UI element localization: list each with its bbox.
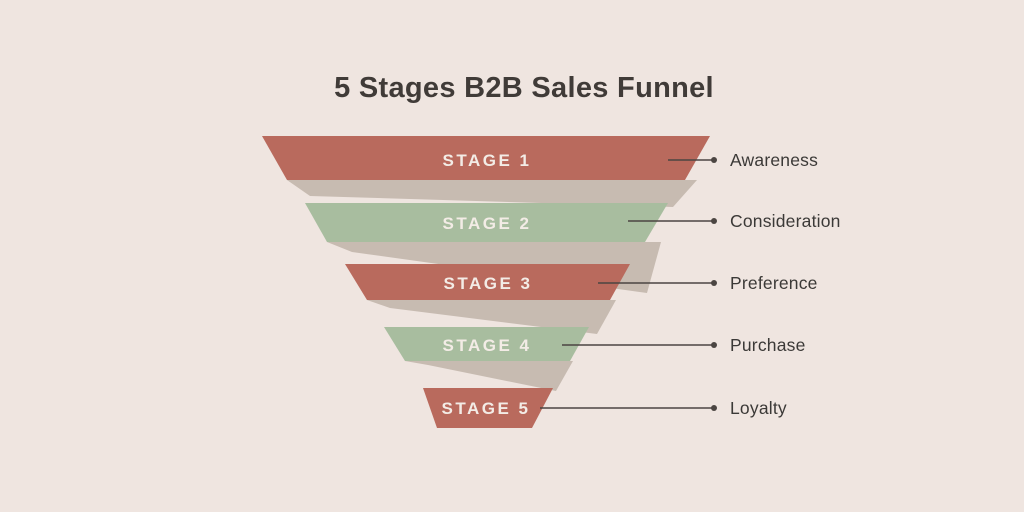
connector-dot-2: [711, 218, 717, 224]
connector-dot-5: [711, 405, 717, 411]
annotation-purchase: Purchase: [730, 335, 806, 355]
stage-5-label: STAGE 5: [442, 399, 531, 418]
connector-dot-4: [711, 342, 717, 348]
connector-dot-3: [711, 280, 717, 286]
funnel-fold-4: [405, 361, 573, 391]
funnel-fold-3: [367, 300, 616, 334]
stage-3-label: STAGE 3: [444, 274, 533, 293]
stage-4-label: STAGE 4: [443, 336, 532, 355]
page-title: 5 Stages B2B Sales Funnel: [334, 72, 714, 104]
stage-1-label: STAGE 1: [443, 151, 532, 170]
connector-dot-1: [711, 157, 717, 163]
funnel-band-stage-5: [423, 388, 553, 428]
annotation-loyalty: Loyalty: [730, 398, 787, 418]
stage-2-label: STAGE 2: [443, 214, 532, 233]
annotation-awareness: Awareness: [730, 150, 818, 170]
funnel-band-stage-2: [305, 203, 668, 242]
funnel-band-stage-3: [345, 264, 630, 300]
annotation-consideration: Consideration: [730, 211, 841, 231]
annotation-preference: Preference: [730, 273, 818, 293]
funnel-band-stage-4: [384, 327, 589, 361]
funnel-band-stage-1: [262, 136, 710, 180]
funnel-fold-1: [287, 180, 697, 207]
